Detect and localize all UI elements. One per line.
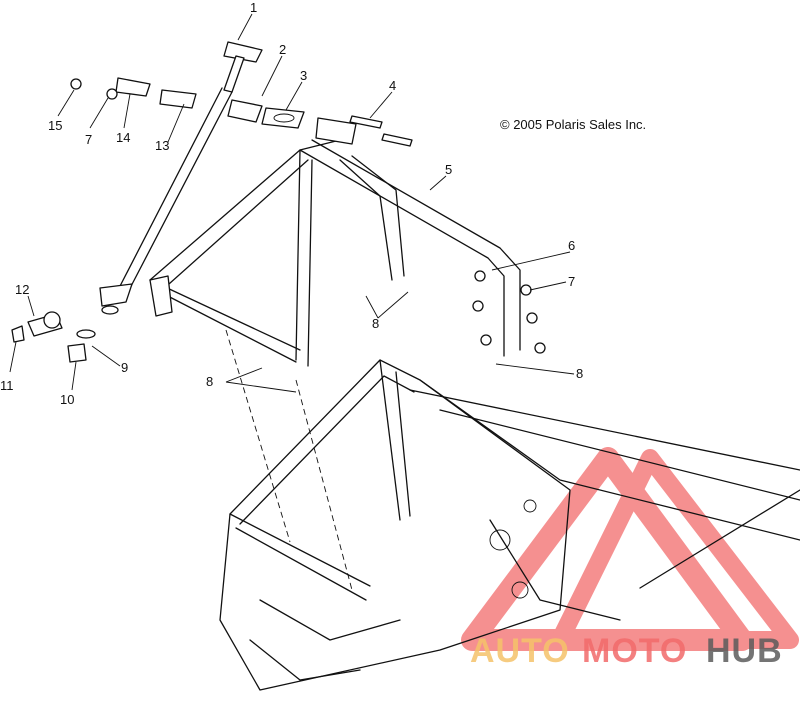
upper-frame-5 (149, 117, 521, 367)
watermark-hub: HUB (706, 632, 783, 670)
callout-8-right: 8 (576, 366, 583, 381)
bracket-2 (227, 99, 263, 123)
callout-12: 12 (15, 282, 29, 297)
main-chassis (219, 359, 800, 691)
callout-5: 5 (445, 162, 452, 177)
callout-7-right: 7 (568, 274, 575, 289)
clamp-13 (159, 89, 197, 109)
leader-lines (9, 13, 575, 393)
nut-7-top (106, 88, 118, 100)
copyright-notice: © 2005 Polaris Sales Inc. (500, 117, 646, 132)
callout-8-left: 8 (206, 374, 213, 389)
callout-3: 3 (300, 68, 307, 83)
nuts-7-right (520, 284, 546, 354)
callout-8-center: 8 (372, 316, 379, 331)
watermark-text: AUTO MOTO HUB (470, 632, 783, 670)
nut-15 (70, 78, 82, 90)
bushing-3 (261, 107, 305, 129)
nut-11 (11, 325, 25, 343)
bolts-6 (472, 270, 492, 346)
callout-9: 9 (121, 360, 128, 375)
bolts-4 (349, 115, 413, 147)
callout-10: 10 (60, 392, 74, 407)
nut-10 (67, 343, 87, 363)
callouts: 1 2 3 4 5 6 7 7 8 8 8 9 10 11 12 13 14 1… (0, 0, 583, 407)
callout-1: 1 (250, 0, 257, 15)
clamp-14 (115, 77, 151, 97)
watermark-moto: MOTO (582, 632, 687, 670)
washer-9 (76, 329, 96, 339)
callout-7-left: 7 (85, 132, 92, 147)
callout-11: 11 (0, 378, 14, 393)
alignment-lines (225, 329, 353, 591)
tie-rod-end-12 (27, 311, 63, 337)
watermark-auto: AUTO (470, 632, 570, 670)
callout-4: 4 (389, 78, 396, 93)
callout-6: 6 (568, 238, 575, 253)
callout-15: 15 (48, 118, 62, 133)
steering-post (99, 41, 263, 315)
callout-2: 2 (279, 42, 286, 57)
callout-14: 14 (116, 130, 130, 145)
callout-13: 13 (155, 138, 169, 153)
watermark-logo (461, 447, 799, 651)
